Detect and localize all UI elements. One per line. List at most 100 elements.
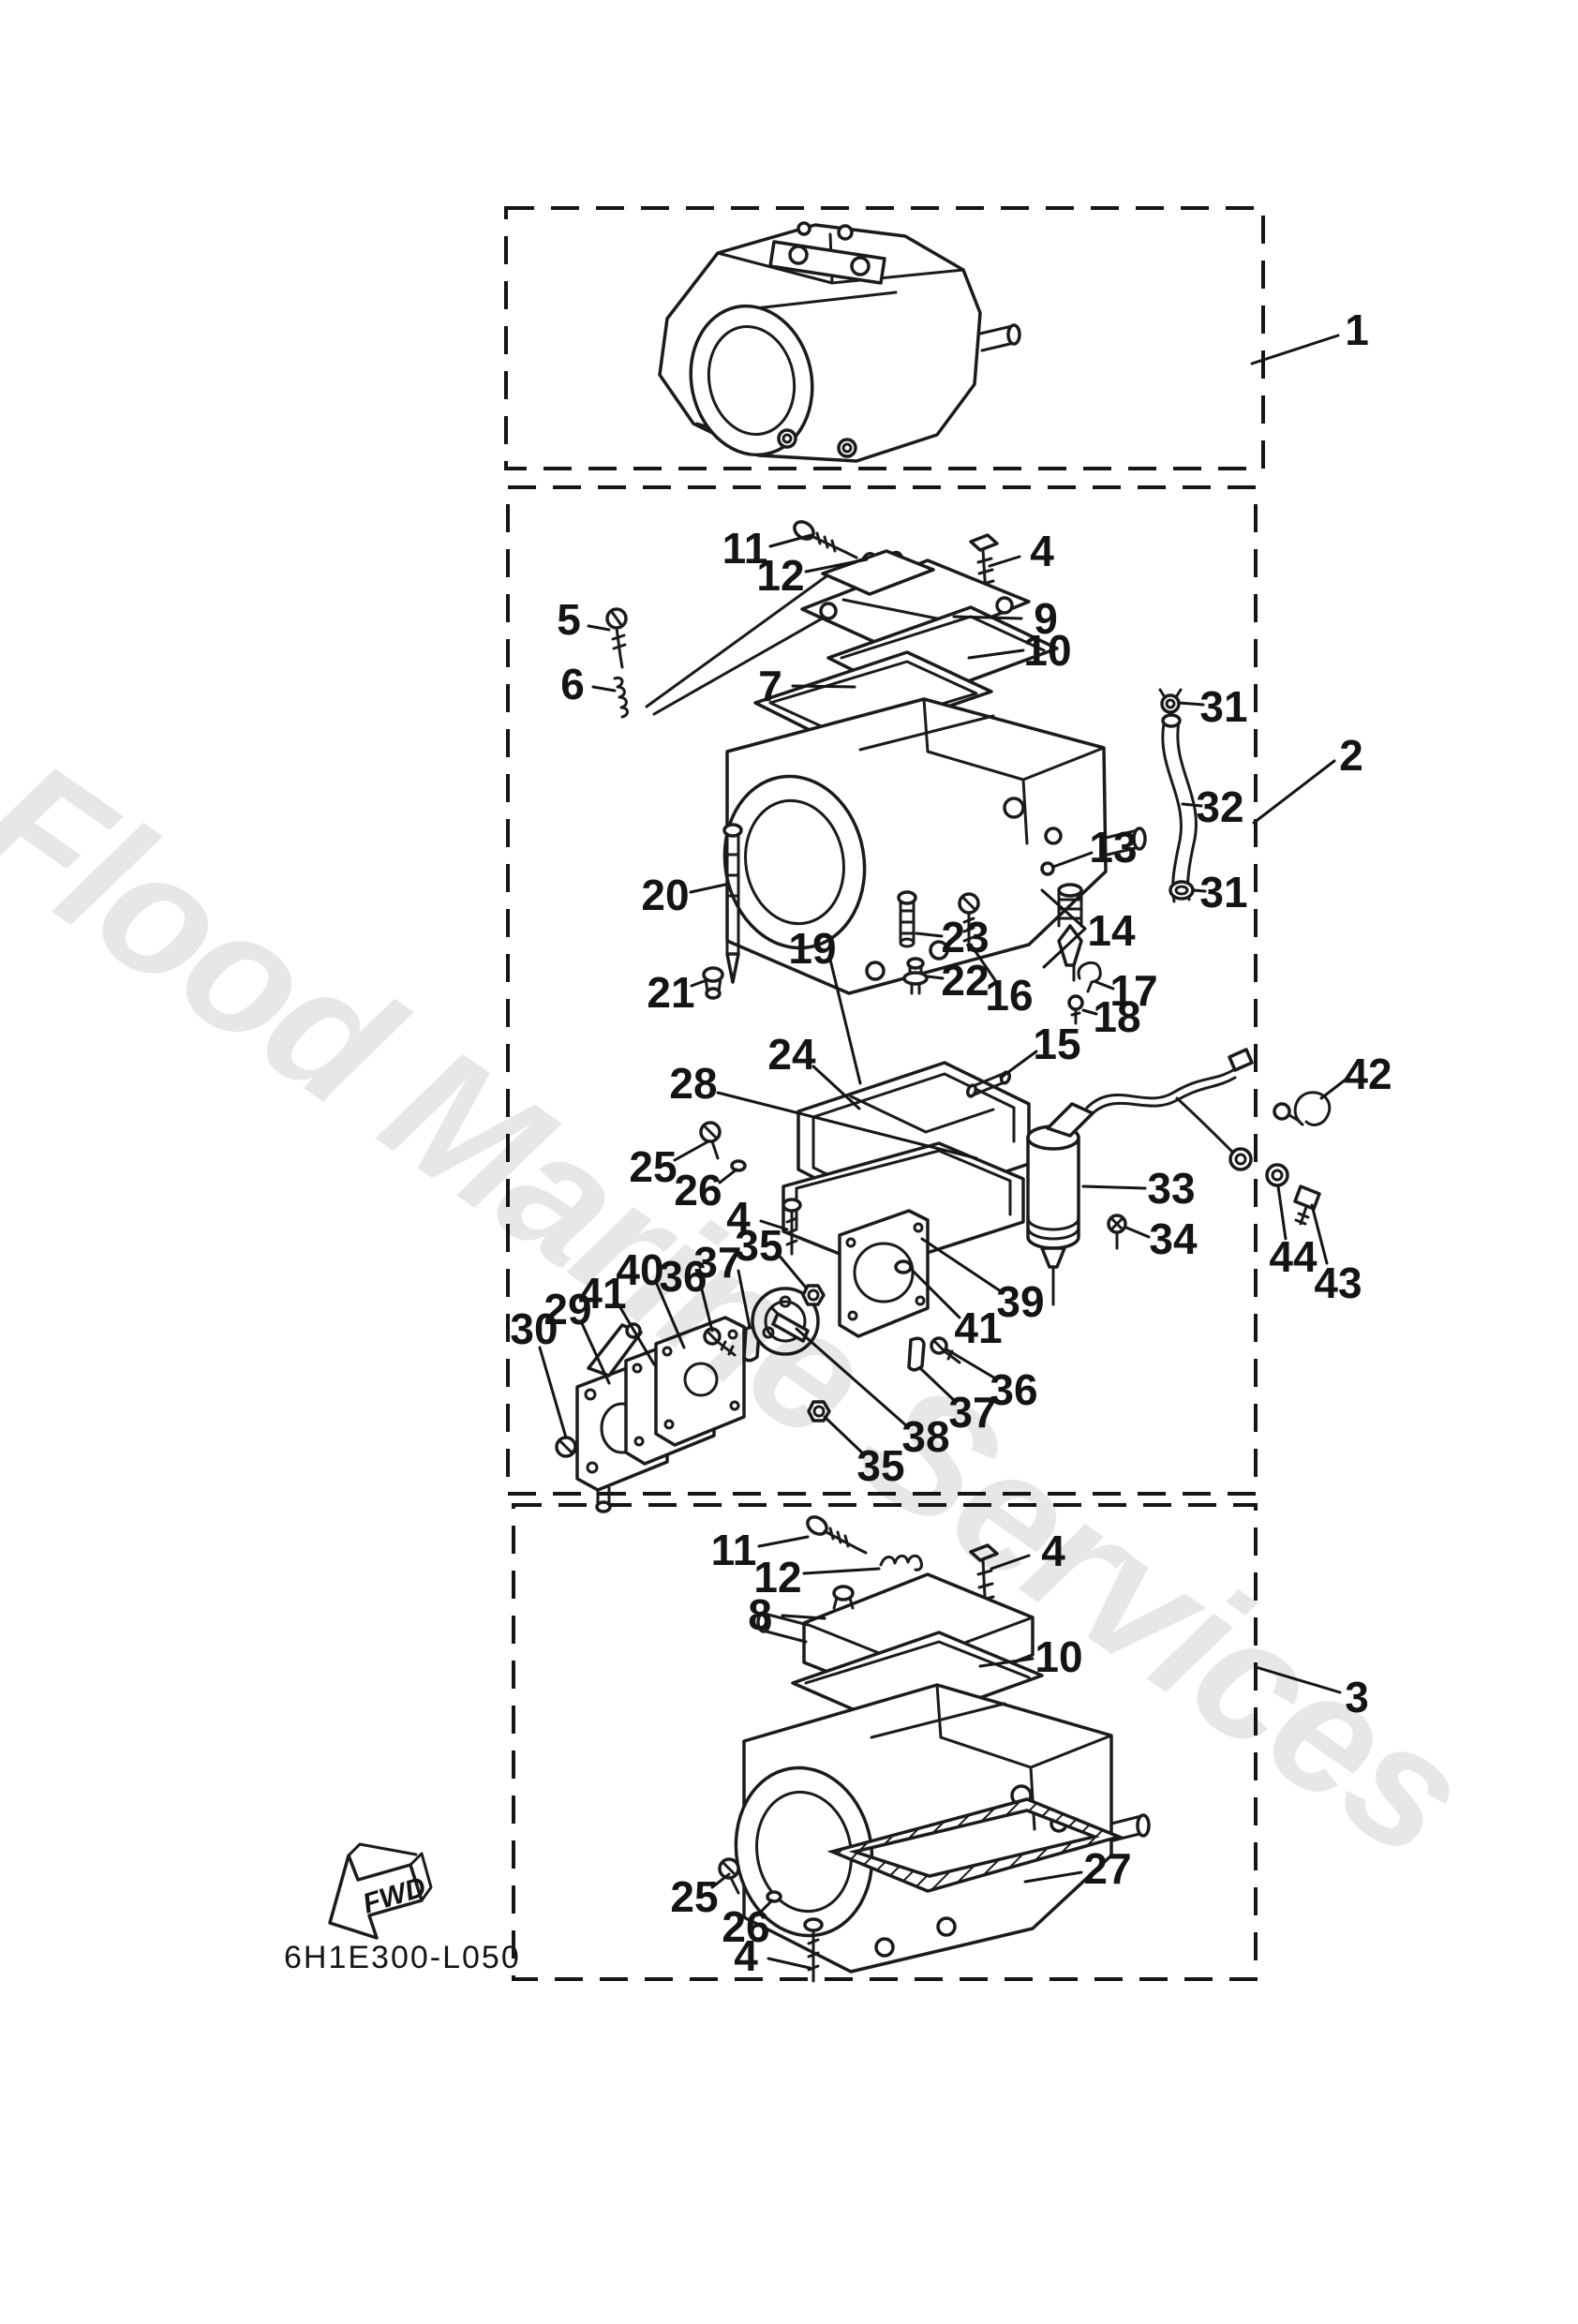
callout-leader bbox=[587, 624, 611, 632]
callout-label: 5 bbox=[557, 595, 581, 644]
callout-6: 6 bbox=[560, 660, 617, 708]
callout-label: 3 bbox=[1345, 1673, 1369, 1721]
callout-leader bbox=[915, 931, 944, 938]
callout-22: 22 bbox=[926, 956, 990, 1005]
callout-leader bbox=[591, 685, 617, 693]
callout-label: 29 bbox=[543, 1285, 591, 1333]
callout-label: 10 bbox=[1023, 626, 1071, 675]
callout-label: 23 bbox=[941, 913, 989, 961]
callout-label: 12 bbox=[753, 1553, 801, 1601]
callout-35: 35 bbox=[735, 1221, 808, 1289]
callout-label: 26 bbox=[674, 1166, 722, 1214]
callout-24: 24 bbox=[767, 1030, 861, 1110]
callout-leader bbox=[757, 1535, 810, 1548]
callout-leader bbox=[804, 558, 869, 574]
callout-leader bbox=[1310, 1203, 1329, 1265]
callout-leader bbox=[918, 1366, 958, 1404]
callout-label: 36 bbox=[659, 1252, 707, 1301]
callout-label: 4 bbox=[734, 1931, 758, 1980]
callout-label: 32 bbox=[1196, 782, 1243, 831]
callout-25: 25 bbox=[670, 1872, 731, 1921]
callout-leader bbox=[802, 1567, 881, 1575]
assembly-box-carburetor-3-exploded bbox=[512, 1503, 1258, 1981]
callout-25: 25 bbox=[629, 1140, 710, 1191]
callout-leader bbox=[1094, 980, 1115, 991]
callout-label: 6 bbox=[560, 660, 585, 708]
callout-leader bbox=[699, 1284, 714, 1333]
callout-leader bbox=[1254, 1665, 1342, 1694]
callout-label: 4 bbox=[1030, 527, 1054, 575]
callout-26: 26 bbox=[722, 1899, 774, 1951]
callout-label: 13 bbox=[1089, 823, 1137, 872]
callout-9: 9 bbox=[952, 594, 1058, 643]
callout-4: 4 bbox=[988, 527, 1054, 575]
callout-36: 36 bbox=[659, 1252, 714, 1333]
callout-label: 2 bbox=[1339, 731, 1363, 780]
callout-leader bbox=[973, 948, 997, 982]
callout-18: 18 bbox=[1081, 992, 1141, 1041]
callout-label: 36 bbox=[990, 1365, 1037, 1414]
callout-leader bbox=[710, 1872, 731, 1889]
callout-leader bbox=[767, 1957, 811, 1970]
callout-36: 36 bbox=[945, 1348, 1038, 1414]
callout-20: 20 bbox=[641, 871, 727, 919]
callout-label: 25 bbox=[629, 1142, 677, 1191]
callout-leader bbox=[1252, 759, 1336, 825]
callout-12: 12 bbox=[756, 551, 869, 600]
callout-leader bbox=[999, 1050, 1038, 1080]
callout-11: 11 bbox=[722, 524, 813, 573]
callout-label: 40 bbox=[616, 1245, 663, 1294]
callout-label: 42 bbox=[1344, 1050, 1392, 1098]
callout-label: 43 bbox=[1314, 1259, 1362, 1307]
callout-leader bbox=[1181, 802, 1203, 808]
callout-12: 12 bbox=[753, 1553, 881, 1601]
callout-14: 14 bbox=[1040, 888, 1136, 969]
callout-leader bbox=[1051, 851, 1094, 869]
callout-13: 13 bbox=[1051, 823, 1138, 872]
callout-leader bbox=[654, 1280, 686, 1349]
callout-2: 2 bbox=[1252, 731, 1363, 825]
callout-leader bbox=[1250, 334, 1340, 365]
callout-label: 20 bbox=[641, 871, 689, 919]
callout-label: 44 bbox=[1269, 1232, 1317, 1281]
callout-label: 7 bbox=[758, 662, 782, 710]
callout-label: 28 bbox=[669, 1059, 717, 1108]
callout-leader bbox=[1040, 888, 1087, 969]
callout-29: 29 bbox=[543, 1285, 611, 1385]
callout-38: 38 bbox=[795, 1327, 950, 1461]
callout-leader bbox=[791, 684, 856, 689]
callout-leader bbox=[673, 1140, 710, 1162]
callout-37: 37 bbox=[693, 1238, 752, 1329]
callout-leader bbox=[776, 1252, 808, 1289]
callout-leader bbox=[828, 958, 862, 1085]
callout-4: 4 bbox=[726, 1193, 789, 1242]
callout-label: 25 bbox=[670, 1872, 718, 1921]
callout-44: 44 bbox=[1269, 1184, 1317, 1281]
callout-leader bbox=[538, 1346, 568, 1439]
callout-label: 1 bbox=[1345, 305, 1369, 354]
callout-leader bbox=[689, 883, 727, 894]
callout-8: 8 bbox=[748, 1590, 826, 1639]
callout-leader bbox=[690, 978, 708, 988]
callout-label: 8 bbox=[748, 1590, 772, 1639]
callout-leader bbox=[920, 1237, 1003, 1293]
callout-leader bbox=[716, 1091, 978, 1160]
callout-28: 28 bbox=[669, 1059, 978, 1160]
callout-leader bbox=[718, 1168, 738, 1184]
callout-5: 5 bbox=[557, 595, 611, 644]
fwd-arrow-icon: FWD bbox=[328, 1842, 433, 1940]
carburetor-exploded-drawing bbox=[555, 520, 1332, 1513]
callout-label: 10 bbox=[1035, 1632, 1082, 1681]
callout-label: 31 bbox=[1199, 868, 1247, 916]
callout-label: 30 bbox=[510, 1304, 558, 1353]
callout-label: 17 bbox=[1109, 966, 1157, 1015]
callout-leader bbox=[1023, 1870, 1083, 1884]
callout-leader bbox=[617, 1303, 656, 1366]
callout-label: 38 bbox=[901, 1412, 949, 1461]
callout-label: 37 bbox=[693, 1238, 741, 1287]
callout-leader bbox=[1319, 1078, 1347, 1100]
callout-leader bbox=[1081, 1184, 1147, 1190]
callout-30: 30 bbox=[510, 1304, 568, 1439]
